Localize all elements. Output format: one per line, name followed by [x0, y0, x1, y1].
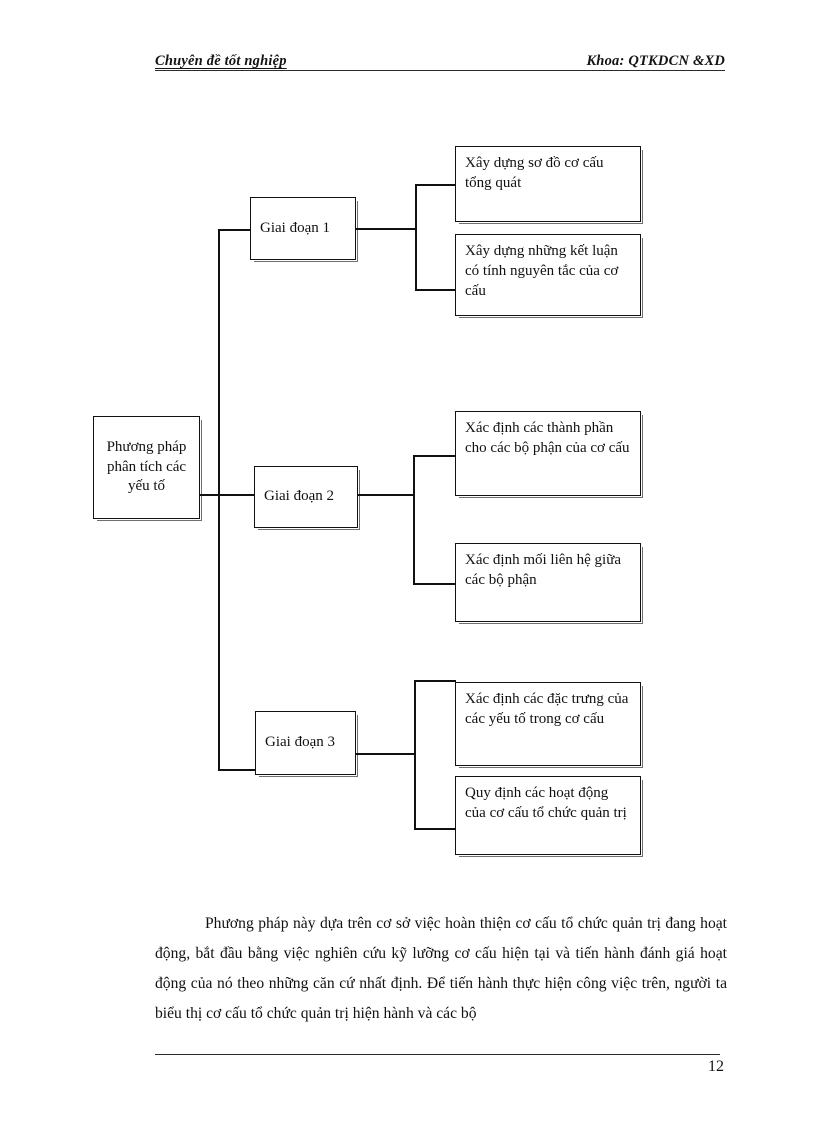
diagram-stage-3-label: Giai đoạn 3 — [265, 734, 335, 751]
diagram-stage-1-output-2: Xây dựng những kết luận có tính nguyên t… — [455, 234, 643, 318]
connector-spine-vertical — [218, 229, 220, 770]
diagram-stage-3-node: Giai đoạn 3 — [255, 711, 358, 777]
connector-stage-1-fork — [415, 184, 417, 290]
body-paragraph: Phương pháp này dựa trên cơ sở việc hoàn… — [155, 914, 727, 1022]
connector-spine-to-stage-1 — [218, 229, 250, 231]
connector-spine-to-stage-3 — [218, 769, 255, 771]
diagram-stage-3-output-2-label: Quy định các hoạt động của cơ cấu tổ chứ… — [465, 785, 627, 821]
running-header: Chuyên đề tốt nghiệp Khoa: QTKDCN &XD — [155, 44, 725, 70]
diagram-stage-1-label: Giai đoạn 1 — [260, 219, 330, 236]
footer-divider — [155, 1054, 720, 1055]
connector-stage-3-fork — [414, 680, 416, 829]
connector-root-to-spine — [200, 494, 219, 496]
diagram-stage-1-output-1: Xây dựng sơ đồ cơ cấu tổng quát — [455, 146, 643, 224]
header-left-title: Chuyên đề tốt nghiệp — [155, 53, 287, 69]
diagram-stage-2-node: Giai đoạn 2 — [254, 466, 360, 530]
connector-stage-1-out — [356, 228, 416, 230]
diagram-stage-1-node: Giai đoạn 1 — [250, 197, 358, 262]
connector-stage-2-fork — [413, 455, 415, 584]
connector-stage-1-branch-b — [415, 289, 456, 291]
connector-stage-2-out — [358, 494, 414, 496]
diagram-stage-3-output-1-label: Xác định các đặc trưng của các yếu tố tr… — [465, 691, 629, 727]
diagram-stage-2-output-2: Xác định mối liên hệ giữa các bộ phận — [455, 543, 643, 624]
connector-stage-2-branch-a — [413, 455, 456, 457]
connector-stage-1-branch-a — [415, 184, 456, 186]
diagram-stage-3-output-2: Quy định các hoạt động của cơ cấu tổ chứ… — [455, 776, 643, 857]
diagram-stage-2-output-1: Xác định các thành phần cho các bộ phận … — [455, 411, 643, 498]
diagram-stage-2-output-2-label: Xác định mối liên hệ giữa các bộ phận — [465, 552, 622, 588]
connector-spine-to-stage-2 — [218, 494, 254, 496]
diagram-stage-3-output-1: Xác định các đặc trưng của các yếu tố tr… — [455, 682, 643, 768]
connector-stage-3-out — [356, 753, 415, 755]
diagram-stage-2-label: Giai đoạn 2 — [264, 488, 334, 505]
header-divider — [155, 70, 725, 71]
page-number: 12 — [708, 1058, 724, 1075]
diagram-stage-1-output-1-label: Xây dựng sơ đồ cơ cấu tổng quát — [465, 155, 604, 191]
diagram-root-label: Phương pháp phân tích các yếu tố — [106, 438, 187, 495]
diagram-stage-2-output-1-label: Xác định các thành phần cho các bộ phận … — [465, 420, 630, 456]
connector-stage-3-branch-a — [414, 680, 456, 682]
diagram-stage-1-output-2-label: Xây dựng những kết luận có tính nguyên t… — [465, 243, 619, 299]
diagram-root-node: Phương pháp phân tích các yếu tố — [93, 416, 202, 521]
connector-stage-3-branch-b — [414, 828, 456, 830]
header-right-department: Khoa: QTKDCN &XD — [586, 53, 725, 69]
connector-stage-2-branch-b — [413, 583, 456, 585]
